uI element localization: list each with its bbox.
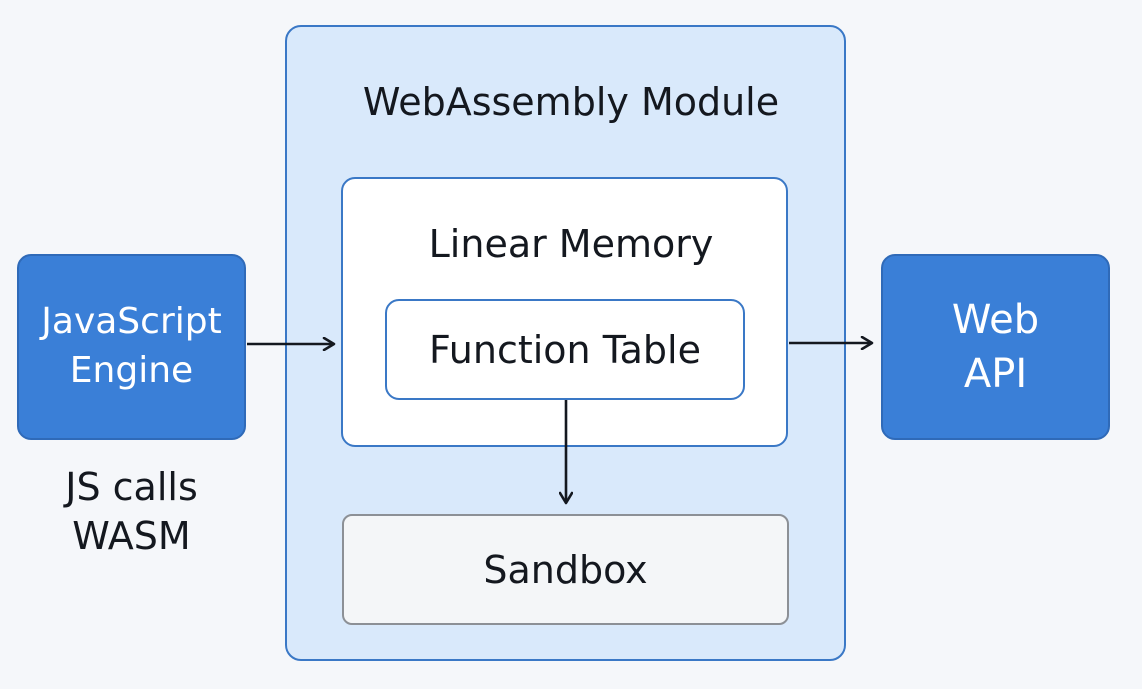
caption-line1: JS calls	[65, 465, 198, 509]
caption-line2: WASM	[72, 514, 191, 559]
js-engine-label-line1: JavaScript	[41, 301, 222, 343]
javascript-engine-box: JavaScript Engine	[17, 254, 246, 440]
linear-memory-title: Linear Memory	[428, 222, 714, 266]
web-api-label-line2: API	[963, 351, 1028, 397]
web-api-label-line1: Web	[951, 297, 1040, 343]
sandbox-box: Sandbox	[342, 514, 789, 625]
module-title: WebAssembly Module	[362, 80, 780, 124]
sandbox-label: Sandbox	[483, 547, 648, 592]
js-calls-wasm-caption: JS calls WASM	[17, 463, 246, 562]
function-table-box: Function Table	[385, 299, 745, 400]
web-api-box: Web API	[881, 254, 1110, 440]
js-engine-label-line2: Engine	[69, 350, 194, 391]
function-table-label: Function Table	[429, 327, 701, 372]
